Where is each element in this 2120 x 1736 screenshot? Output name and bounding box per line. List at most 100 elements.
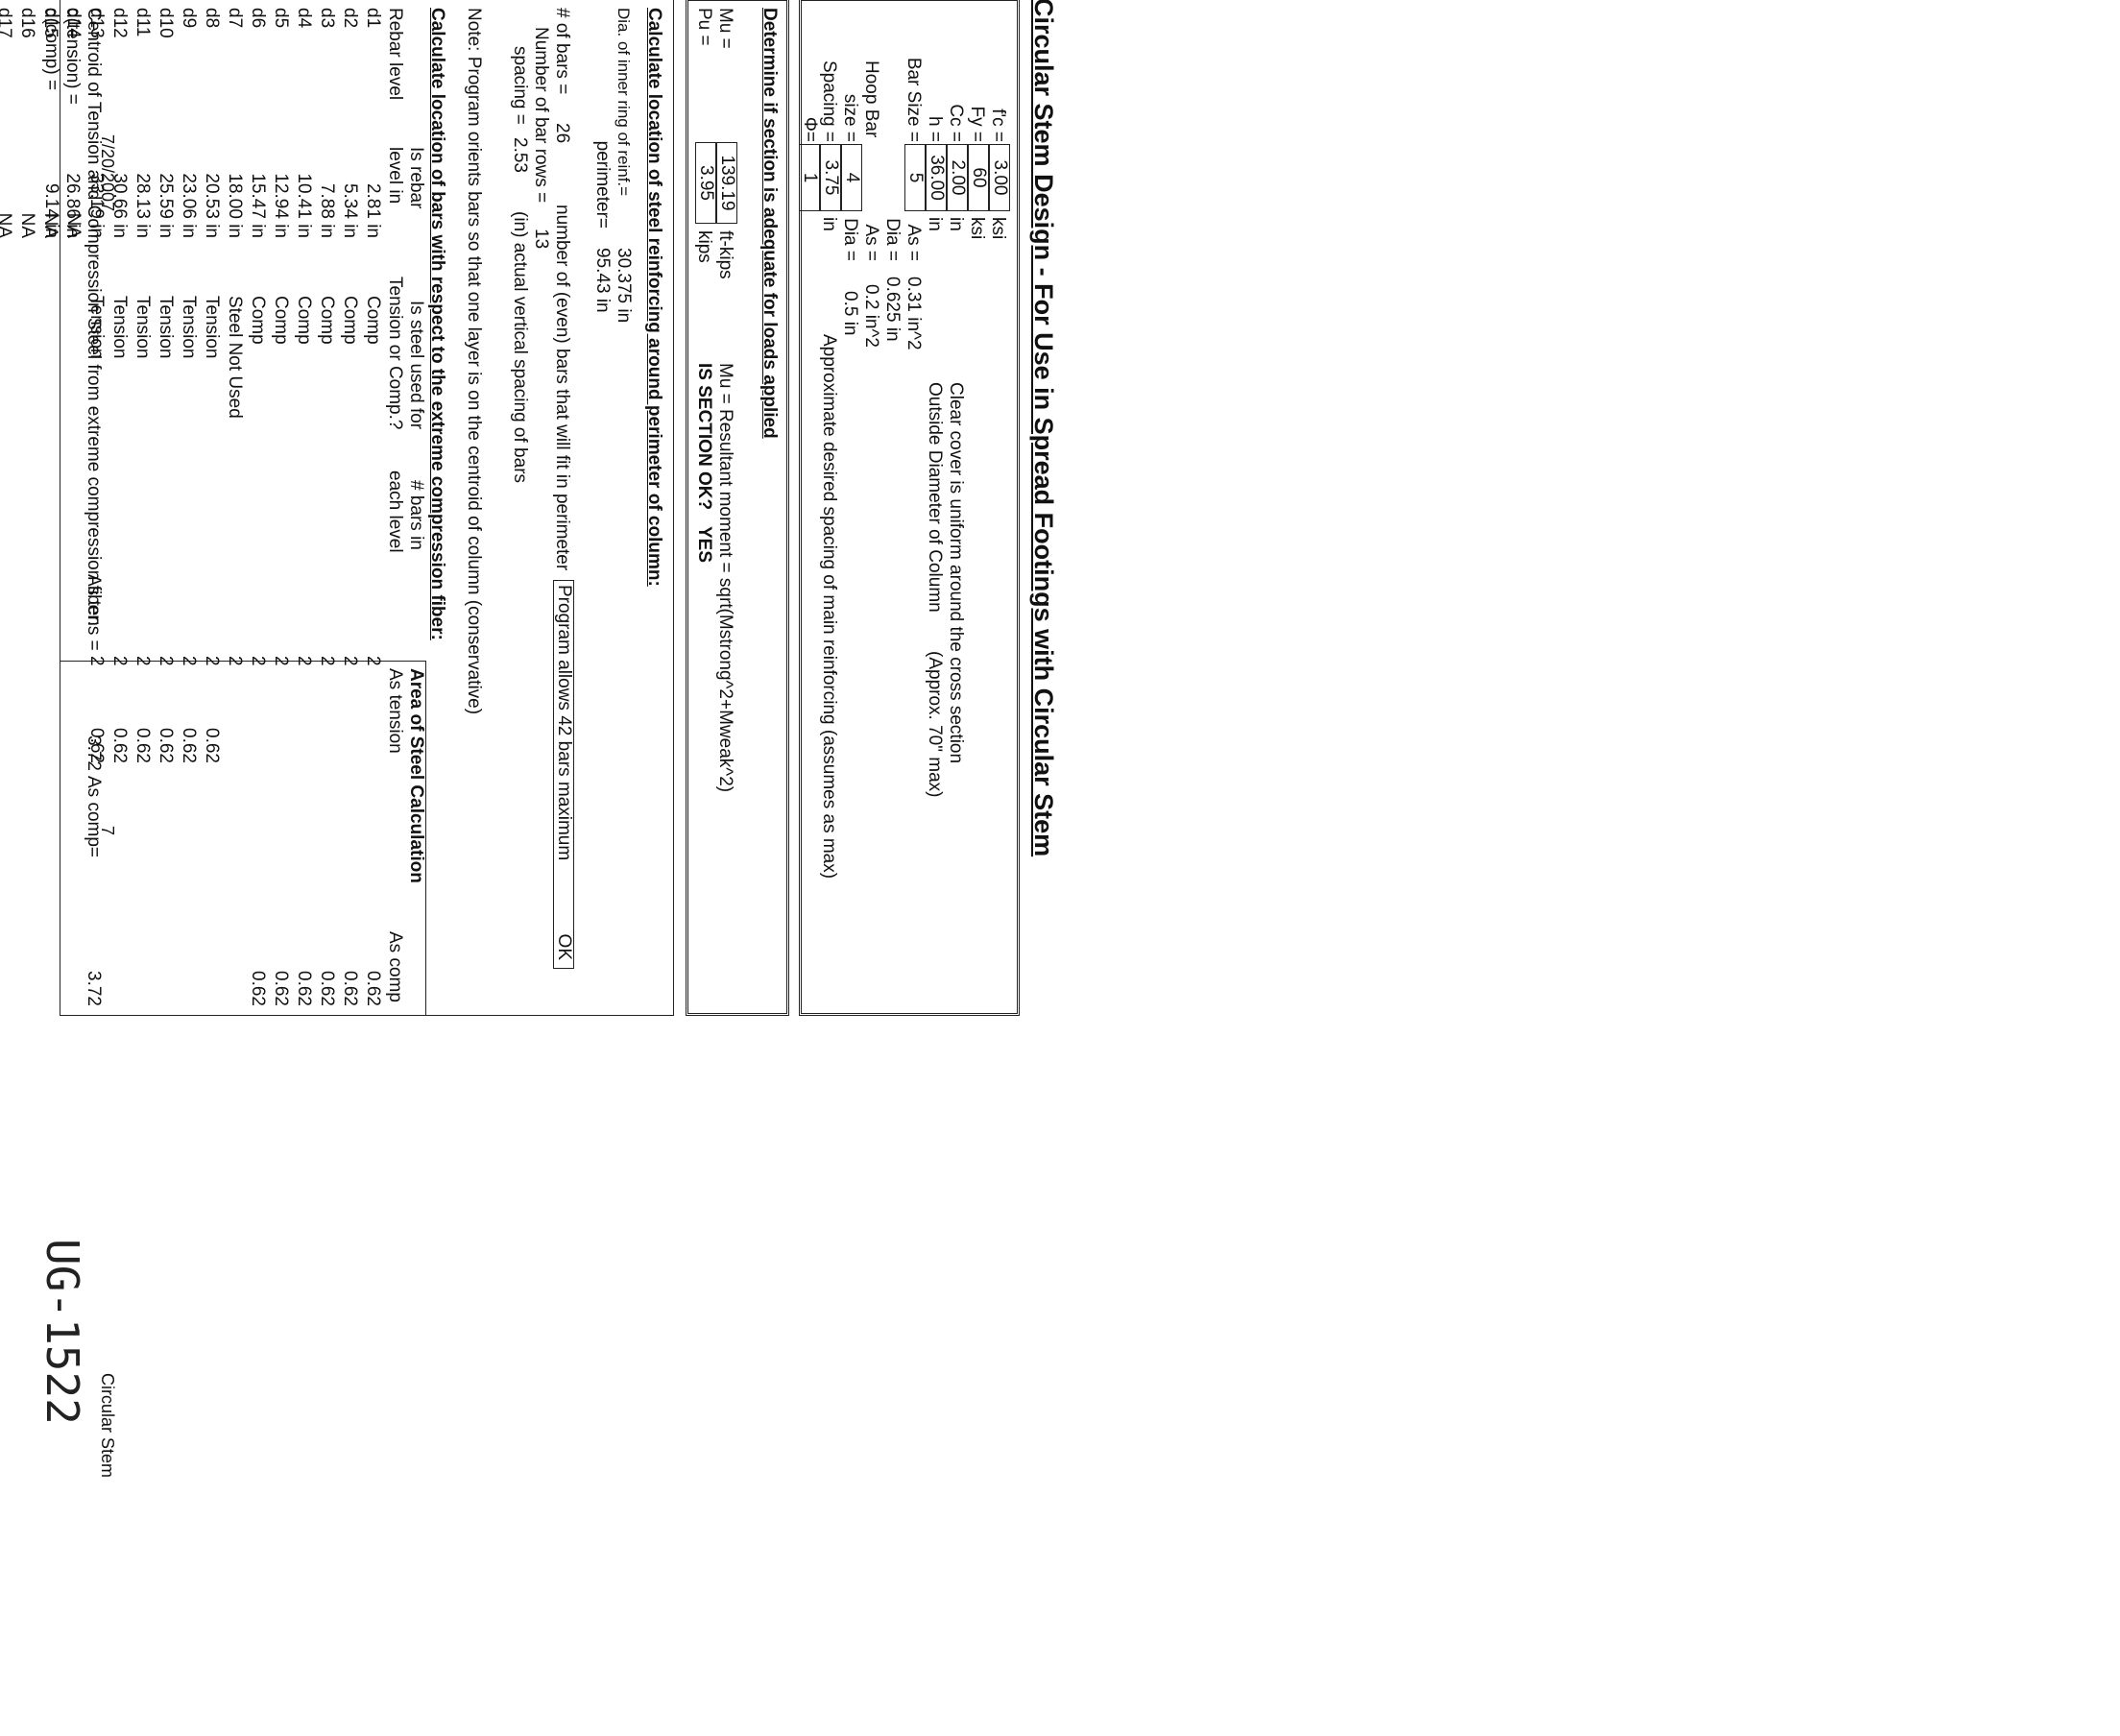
level-depth-cell: 18.00 in (225, 173, 245, 238)
mu-note: Mu = Resultant moment = sqrt(Mstrong^2+M… (715, 363, 735, 793)
as-comp-cell: 0.62 (363, 971, 383, 1006)
tension-comp-cell (0, 238, 15, 536)
col-header-rebar-level: Rebar level (385, 8, 405, 101)
hoop-dia-label: Dia = (840, 218, 860, 261)
as-comp-label: As comp= (84, 776, 104, 858)
tension-comp-cell: Comp (317, 296, 337, 345)
as-tension-cell (61, 718, 84, 910)
as-tension-cell (246, 718, 269, 910)
rebar-level-cell: d12 (109, 8, 130, 38)
section-ok-value: YES (694, 526, 714, 564)
cc-input[interactable]: 2.00 (947, 144, 968, 211)
pu-label: Pu = (694, 8, 714, 46)
d-tension-label: d(tension) = (62, 8, 83, 105)
rebar-level-cell: d2 (340, 8, 360, 29)
as-tension-cell (269, 718, 292, 910)
bars-count-cell: 2 (109, 656, 130, 666)
tension-comp-cell: Tension (109, 296, 130, 359)
allow-ok: OK (554, 933, 574, 960)
inner-ring-label: Dia. of inner ring of reinf.= (614, 8, 633, 197)
h-input[interactable]: 36.00 (926, 144, 947, 211)
fc-unit: ksi (988, 217, 1008, 240)
spacing-note: Approximate desired spacing of main rein… (819, 334, 839, 880)
cc-note: Clear cover is uniform around the cross … (946, 382, 966, 764)
as-tension-header: As tension (385, 668, 405, 754)
h-note-max: (Approx. 70" max) (925, 651, 945, 798)
as-comp-cell (223, 910, 246, 1006)
fy-input[interactable]: 60 (968, 144, 989, 211)
bar-as-value: 0.31 in^2 (903, 277, 924, 350)
bar-dia-label: Dia = (882, 218, 903, 261)
as-tension-cell (223, 718, 246, 910)
col-header-level-in: level in (385, 147, 405, 205)
tension-comp-cell: Tension (179, 296, 199, 359)
as-tension-cell: 0.62 (156, 728, 176, 763)
hoop-bar-label: Hoop Bar (861, 60, 881, 138)
level-depth-cell: 5.34 in (340, 182, 360, 238)
as-tension-cell (0, 718, 15, 910)
pu-input[interactable]: 3.95 (695, 142, 716, 224)
as-comp-cell (154, 910, 177, 1006)
as-comp-cell (0, 910, 15, 1006)
perimeter-heading: Calculate location of steel reinforcing … (644, 8, 664, 587)
level-depth-cell: NA (17, 212, 37, 238)
mu-input[interactable]: 139.19 (716, 142, 737, 224)
bar-as-label: As = (903, 224, 924, 261)
as-comp-cell (15, 910, 38, 1006)
pu-unit: kips (694, 230, 714, 263)
nbars-value: 26 (552, 123, 572, 144)
nbars-note: number of (even) bars that will fit in p… (552, 205, 572, 571)
page-title: Circular Stem Design - For Use in Spread… (1029, 0, 1058, 857)
bars-count-cell: 2 (294, 656, 314, 666)
as-comp-cell (200, 910, 223, 1006)
as-tension-cell (292, 718, 315, 910)
location-heading: Calculate location of bars with respect … (427, 8, 447, 640)
spacing-input[interactable]: 3.75 (820, 144, 841, 211)
level-depth-cell: 20.53 in (202, 173, 222, 238)
tension-comp-cell (38, 238, 61, 536)
tension-comp-cell: Tension (202, 296, 222, 359)
hoop-size-label: size = (840, 93, 860, 142)
as-tension-cell: 0.62 (109, 728, 130, 763)
level-depth-cell: 15.47 in (248, 173, 268, 238)
as-comp-header: As comp (385, 931, 405, 1002)
tension-comp-cell: Comp (271, 296, 291, 345)
tension-comp-cell: Steel Not Used (225, 296, 245, 419)
bar-size-label: Bar Size = (903, 57, 924, 142)
mu-unit: ft-kips (715, 230, 735, 279)
inner-ring-value: 30.375 in (614, 248, 634, 324)
as-comp-cell: 0.62 (340, 971, 360, 1006)
fc-input[interactable]: 3.00 (989, 144, 1010, 211)
bars-count-cell (61, 536, 84, 718)
bar-size-input[interactable]: 5 (904, 144, 926, 211)
rebar-level-cell: d3 (317, 8, 337, 29)
allow-text: Program allows 42 bars maximum (554, 585, 574, 861)
phi-input[interactable]: 1 (799, 144, 820, 211)
bars-count-cell: 2 (317, 656, 337, 666)
as-tens-value: 3.72 (84, 735, 104, 771)
spacing-label: Spacing = (819, 60, 839, 142)
bars-count-cell: 2 (340, 656, 360, 666)
tension-comp-cell (15, 238, 38, 536)
footer-page: 7 (98, 826, 117, 836)
area-heading: Area of Steel Calculation (406, 668, 426, 883)
centroid-label: Centroid of Tension and Compression Stee… (84, 8, 104, 626)
d-comp-label: d(comp) = (41, 8, 61, 91)
bars-count-cell: 2 (248, 656, 268, 666)
rebar-level-cell: d4 (294, 8, 314, 29)
as-comp-cell (108, 910, 131, 1006)
as-comp-cell: 0.62 (248, 971, 268, 1006)
spreadsheet-sheet: Circular Stem Design - For Use in Spread… (0, 0, 1068, 1208)
bar-dia-value: 0.625 in (882, 277, 903, 342)
hoop-size-input[interactable]: 4 (841, 144, 862, 211)
hoop-as-label: As = (861, 224, 881, 261)
level-depth-cell: 10.41 in (294, 173, 314, 238)
